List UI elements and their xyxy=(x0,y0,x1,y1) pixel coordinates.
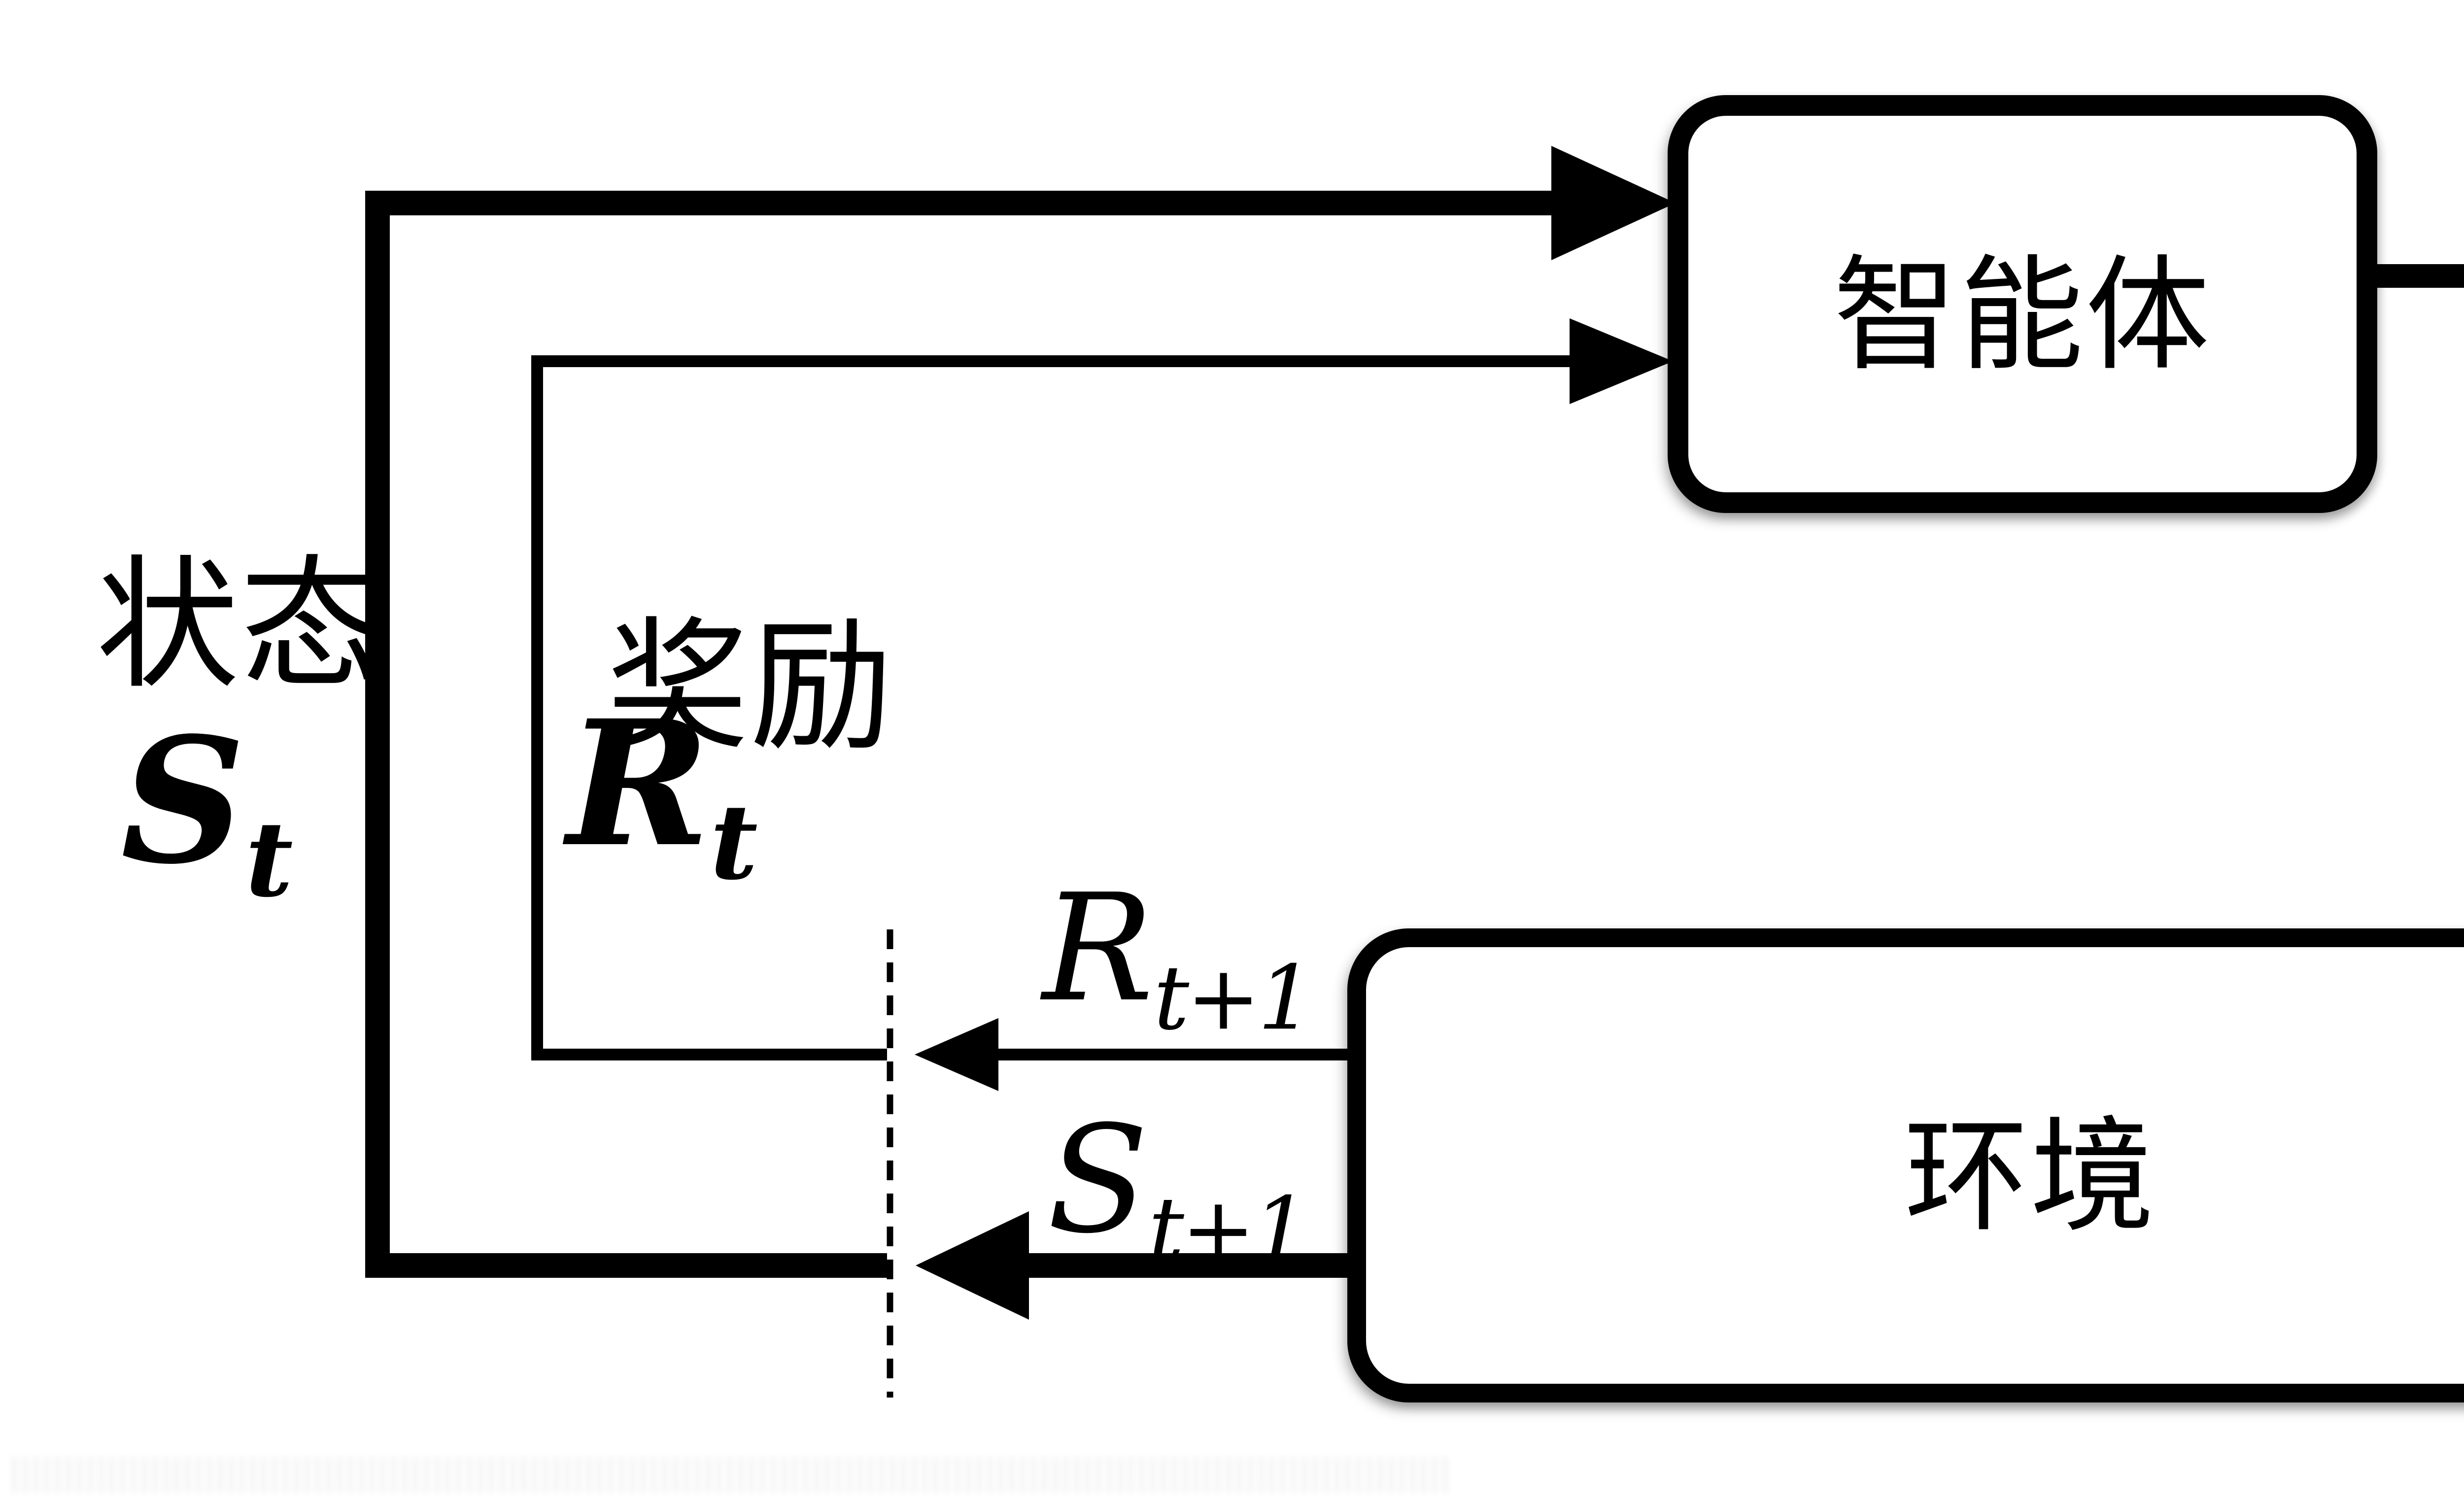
state-symbol-base: S xyxy=(121,699,245,902)
next-state-arrowhead-icon xyxy=(916,1211,1029,1320)
agent-box: 智能体 xyxy=(1668,95,2377,513)
next-state-symbol-sub: t+1 xyxy=(1148,1178,1309,1282)
reward-symbol-base: R xyxy=(567,682,710,885)
next-reward-symbol-base: R xyxy=(1042,862,1154,1034)
next-state-symbol: St+1 xyxy=(1047,1106,1309,1274)
environment-label: 环境 xyxy=(1904,1104,2156,1249)
reward-symbol-sub: t xyxy=(710,781,758,903)
environment-box: 环境 xyxy=(1347,928,2464,1402)
next-reward-arrowhead-icon xyxy=(915,1018,998,1091)
state-label: 状态 xyxy=(96,543,384,709)
next-state-symbol-base: S xyxy=(1047,1094,1149,1266)
next-reward-symbol: Rt+1 xyxy=(1042,875,1314,1043)
state-symbol-sub: t xyxy=(245,798,293,921)
state-arrowhead-into-agent-icon xyxy=(1551,146,1676,260)
agent-label: 智能体 xyxy=(1833,243,2212,388)
reward-label: 奖励 xyxy=(606,604,894,770)
reward-loop-line xyxy=(531,355,1570,1060)
reward-symbol: Rt xyxy=(567,697,758,894)
next-reward-symbol-sub: t+1 xyxy=(1153,947,1314,1050)
state-loop-line xyxy=(365,191,1570,1278)
reward-arrowhead-into-agent-icon xyxy=(1570,318,1673,404)
state-symbol: St xyxy=(121,715,293,911)
